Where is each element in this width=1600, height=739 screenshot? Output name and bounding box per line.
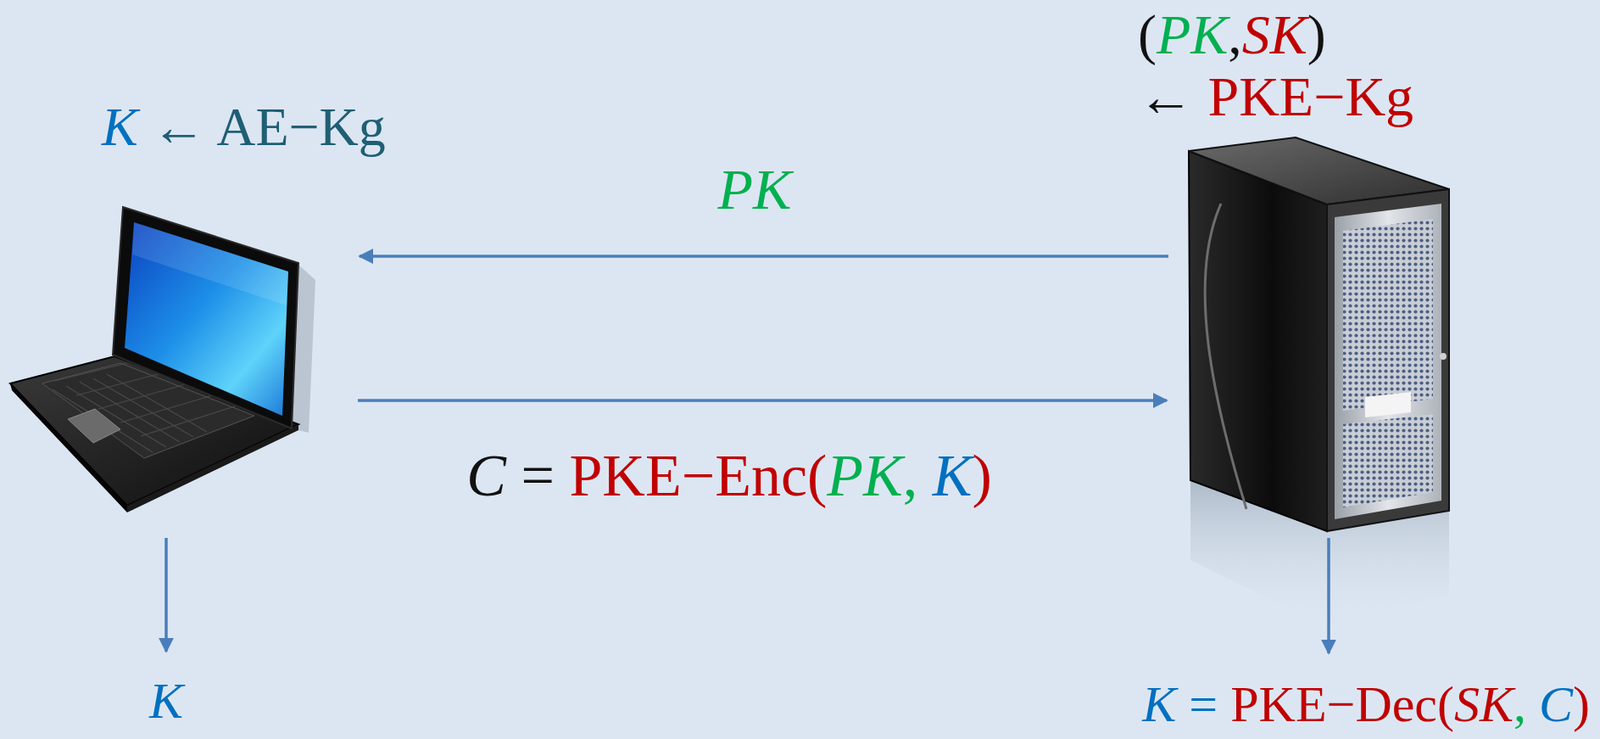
client-result: K: [149, 674, 184, 726]
message-label: C = PKE−Enc(PK, K): [466, 442, 993, 508]
text-run: PKE−Kg: [1208, 65, 1415, 128]
text-run: ): [1307, 3, 1327, 66]
text-run: C: [466, 442, 507, 508]
node-heading: K ← AE−Kg: [101, 97, 386, 157]
message-arrow: [359, 254, 1169, 258]
text-run: (: [1137, 3, 1157, 66]
text-run: K: [1142, 675, 1177, 732]
text-run: PK: [1156, 3, 1228, 66]
text-run: ,: [1513, 675, 1539, 732]
server-result: K = PKE−Dec(SK, C): [1142, 678, 1590, 730]
text-run: ,: [903, 442, 933, 508]
node-heading: (PK,SK) ← PKE−Kg: [1137, 4, 1414, 128]
text-run: K: [101, 96, 139, 157]
text-run: PK: [826, 442, 903, 508]
text-run: PK: [718, 156, 792, 222]
server-picture: [1188, 137, 1450, 628]
text-run: ← AE−Kg: [138, 96, 386, 157]
server-node: (PK,SK) ← PKE−Kg: [1170, 135, 1459, 535]
output-arrow: [164, 537, 168, 652]
text-run: K: [149, 672, 184, 729]
text-run: C: [1538, 675, 1573, 732]
text-run: SK: [1454, 675, 1514, 732]
message-arrow: [357, 398, 1167, 402]
text-run: =: [1176, 675, 1231, 732]
text-run: ): [1572, 675, 1590, 732]
text-run: ,: [1227, 3, 1243, 66]
output-arrow: [1326, 537, 1331, 653]
text-run: K: [932, 442, 973, 508]
text-run: SK: [1242, 3, 1308, 66]
text-run: PKE−Enc(: [568, 442, 827, 508]
text-run: ): [971, 442, 992, 508]
text-run: PKE−Dec(: [1230, 675, 1455, 732]
laptop-picture: [10, 206, 316, 513]
laptop-node: K ← AE−Kg: [25, 203, 357, 509]
text-run: =: [506, 442, 569, 508]
message-label: PK: [718, 157, 792, 222]
text-run: ←: [1137, 65, 1209, 128]
